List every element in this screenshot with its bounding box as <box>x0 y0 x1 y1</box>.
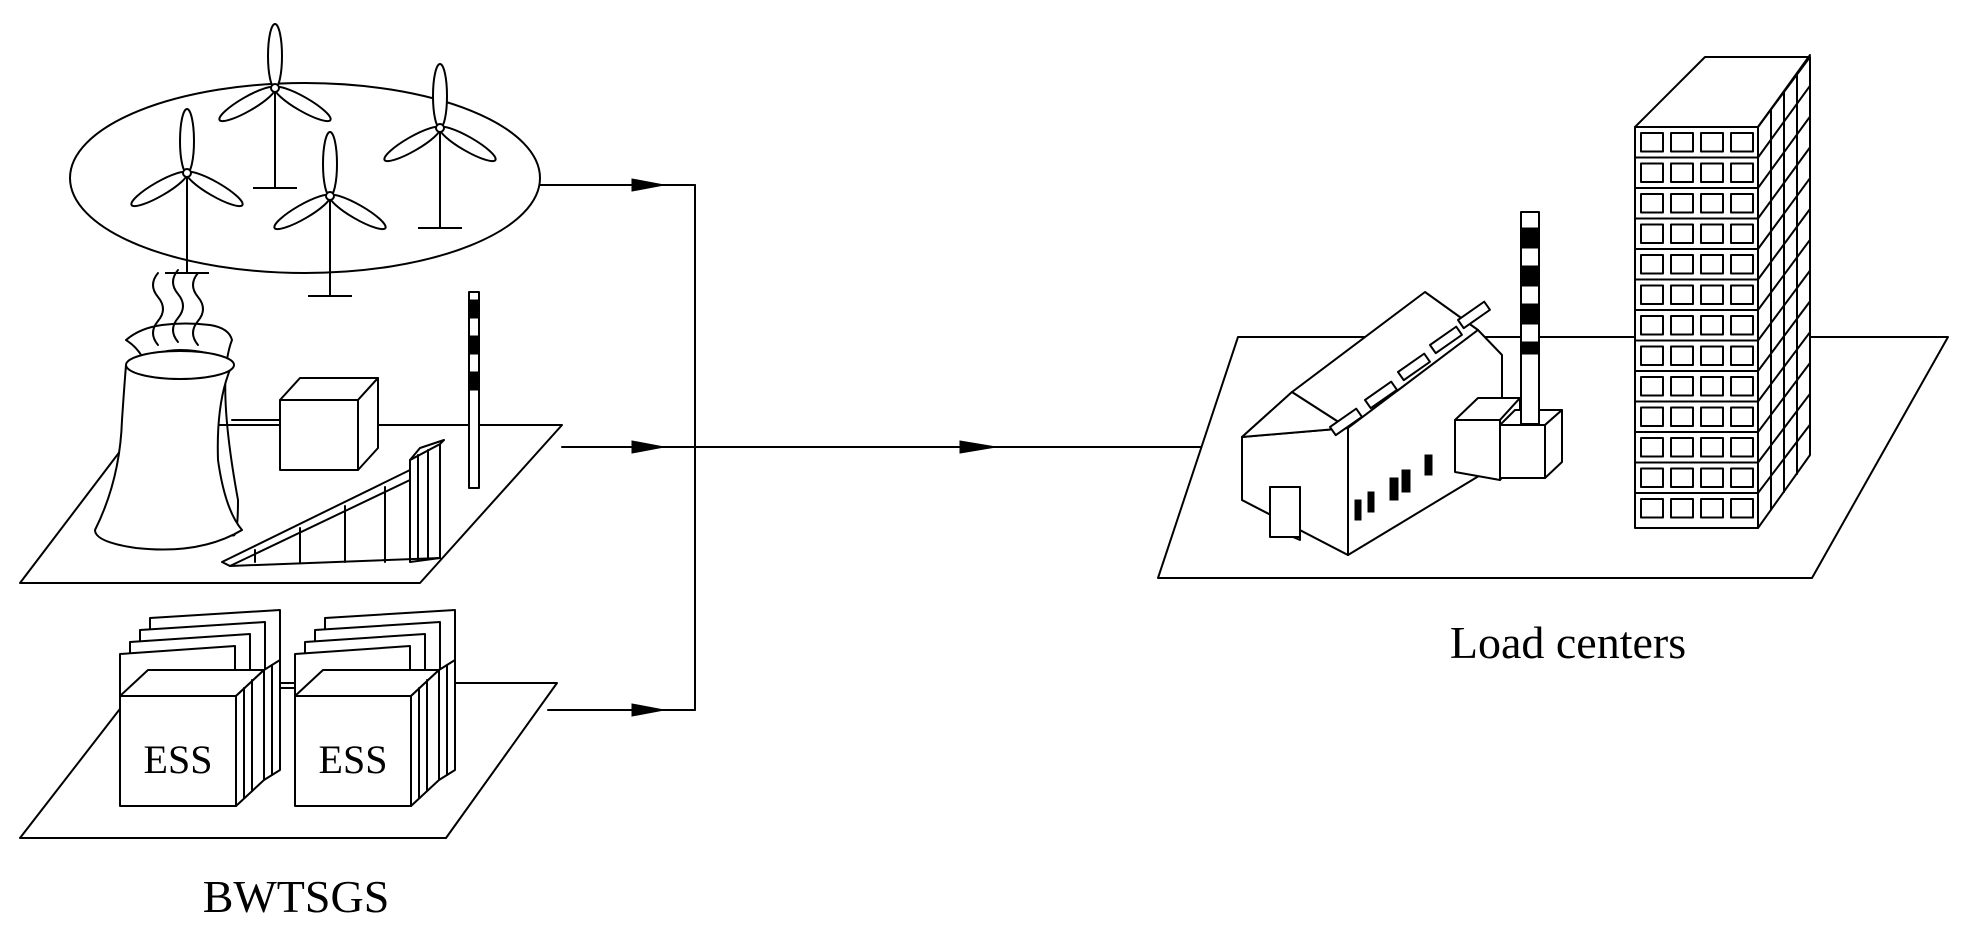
window <box>1730 498 1754 519</box>
window <box>1730 345 1754 366</box>
window <box>1670 193 1694 214</box>
bwtsgs-label: BWTSGS <box>203 871 390 922</box>
window <box>1670 376 1694 397</box>
window <box>1670 406 1694 427</box>
window <box>1730 437 1754 458</box>
window <box>1730 376 1754 397</box>
window <box>1640 406 1664 427</box>
window <box>1670 132 1694 153</box>
window <box>1700 284 1724 305</box>
window <box>1700 498 1724 519</box>
window <box>1730 467 1754 488</box>
energy-storage-icon <box>294 609 456 807</box>
window <box>1670 437 1694 458</box>
window <box>1730 193 1754 214</box>
arrowhead-icon <box>631 178 665 192</box>
window <box>1670 162 1694 183</box>
window <box>1640 284 1664 305</box>
window <box>1640 376 1664 397</box>
window <box>1700 315 1724 336</box>
load-centers: Load centers <box>1157 54 1949 668</box>
window <box>1700 223 1724 244</box>
energy-storage-site: ESS ESS <box>19 609 558 839</box>
storage-platform <box>19 682 558 839</box>
energy-storage-icon <box>119 609 281 807</box>
window <box>1640 467 1664 488</box>
window <box>1730 315 1754 336</box>
window <box>1670 284 1694 305</box>
window <box>1700 437 1724 458</box>
window <box>1670 345 1694 366</box>
thermal-solar-plant <box>19 269 563 584</box>
arrowhead-icon <box>631 703 665 717</box>
window <box>1640 132 1664 153</box>
window <box>1640 315 1664 336</box>
window <box>1670 315 1694 336</box>
window <box>1670 223 1694 244</box>
substation-box <box>279 377 379 471</box>
window <box>1700 162 1724 183</box>
window <box>1730 254 1754 275</box>
window <box>1730 284 1754 305</box>
window <box>1640 223 1664 244</box>
ess-label-1: ESS <box>144 737 213 782</box>
window <box>1640 345 1664 366</box>
window <box>1700 406 1724 427</box>
wind-farm <box>69 23 541 297</box>
window <box>1700 254 1724 275</box>
arrowhead-icon <box>631 440 665 454</box>
window <box>1670 254 1694 275</box>
window <box>1640 193 1664 214</box>
window <box>1700 467 1724 488</box>
arrowhead-icon <box>959 440 997 454</box>
window <box>1700 345 1724 366</box>
window <box>1730 162 1754 183</box>
window <box>1670 498 1694 519</box>
window <box>1730 223 1754 244</box>
window <box>1640 437 1664 458</box>
window <box>1670 467 1694 488</box>
window <box>1700 376 1724 397</box>
window <box>1640 162 1664 183</box>
chimney-icon <box>1520 211 1540 425</box>
chimney-icon <box>468 291 480 489</box>
window <box>1640 254 1664 275</box>
cooling-tower-icon <box>94 269 243 551</box>
ess-label-2: ESS <box>319 737 388 782</box>
load-centers-label: Load centers <box>1450 617 1686 668</box>
window <box>1700 132 1724 153</box>
window <box>1730 406 1754 427</box>
high-rise-building-icon <box>1634 54 1811 529</box>
power-flow-lines <box>539 178 1239 717</box>
window <box>1640 498 1664 519</box>
roof-windows <box>1329 300 1491 437</box>
solar-panel-icon <box>221 439 445 567</box>
factory-icon <box>1241 291 1563 556</box>
window <box>1730 132 1754 153</box>
window <box>1700 193 1724 214</box>
